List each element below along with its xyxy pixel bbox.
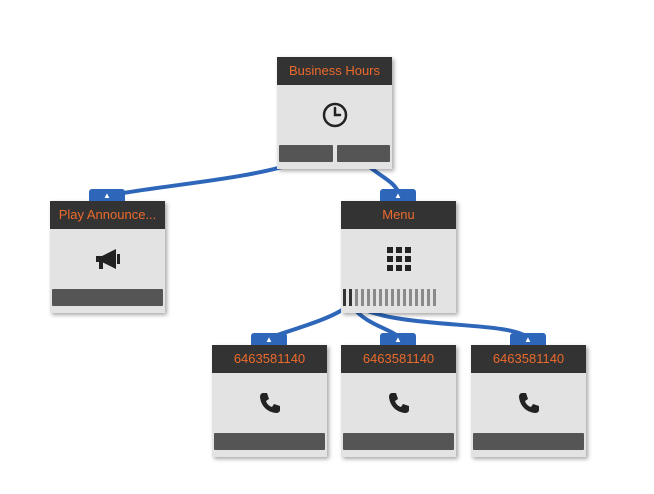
keypad-icon [385, 245, 413, 273]
menu-port[interactable] [373, 289, 376, 306]
output-port[interactable] [214, 433, 325, 450]
output-port-closed[interactable] [336, 145, 390, 162]
menu-port[interactable] [433, 289, 436, 306]
input-handle[interactable]: ▲ [89, 189, 125, 201]
menu-port[interactable] [415, 289, 418, 306]
node-title: 6463581140 [212, 345, 327, 373]
node-title: 6463581140 [471, 345, 586, 373]
input-handle[interactable]: ▲ [251, 333, 287, 345]
menu-output-ports [341, 289, 456, 313]
phone-icon [386, 390, 412, 416]
output-port[interactable] [343, 433, 454, 450]
menu-port[interactable] [409, 289, 412, 306]
node-play-announcement[interactable]: ▲ Play Announce... [50, 189, 165, 313]
input-handle[interactable]: ▲ [380, 189, 416, 201]
menu-port[interactable] [379, 289, 382, 306]
phone-icon [257, 390, 283, 416]
node-business-hours[interactable]: Business Hours [277, 57, 392, 169]
menu-port[interactable] [343, 289, 346, 306]
menu-port[interactable] [403, 289, 406, 306]
output-port[interactable] [473, 433, 584, 450]
input-handle[interactable]: ▲ [380, 333, 416, 345]
connector-bh-to-play [106, 158, 306, 198]
menu-port[interactable] [397, 289, 400, 306]
menu-port[interactable] [391, 289, 394, 306]
menu-port[interactable] [349, 289, 352, 306]
node-phone-1[interactable]: ▲ 6463581140 [212, 333, 327, 457]
node-phone-2[interactable]: ▲ 6463581140 [341, 333, 456, 457]
menu-port[interactable] [361, 289, 364, 306]
megaphone-icon [92, 245, 124, 273]
node-title: Play Announce... [50, 201, 165, 229]
clock-icon [321, 101, 349, 129]
output-port[interactable] [52, 289, 163, 306]
menu-port[interactable] [367, 289, 370, 306]
menu-port[interactable] [427, 289, 430, 306]
node-title: Menu [341, 201, 456, 229]
menu-port[interactable] [385, 289, 388, 306]
menu-port[interactable] [421, 289, 424, 306]
phone-icon [516, 390, 542, 416]
node-phone-3[interactable]: ▲ 6463581140 [471, 333, 586, 457]
output-port-open[interactable] [279, 145, 333, 162]
input-handle[interactable]: ▲ [510, 333, 546, 345]
menu-port[interactable] [355, 289, 358, 306]
node-menu[interactable]: ▲ Menu [341, 189, 456, 313]
node-title: 6463581140 [341, 345, 456, 373]
node-title: Business Hours [277, 57, 392, 85]
